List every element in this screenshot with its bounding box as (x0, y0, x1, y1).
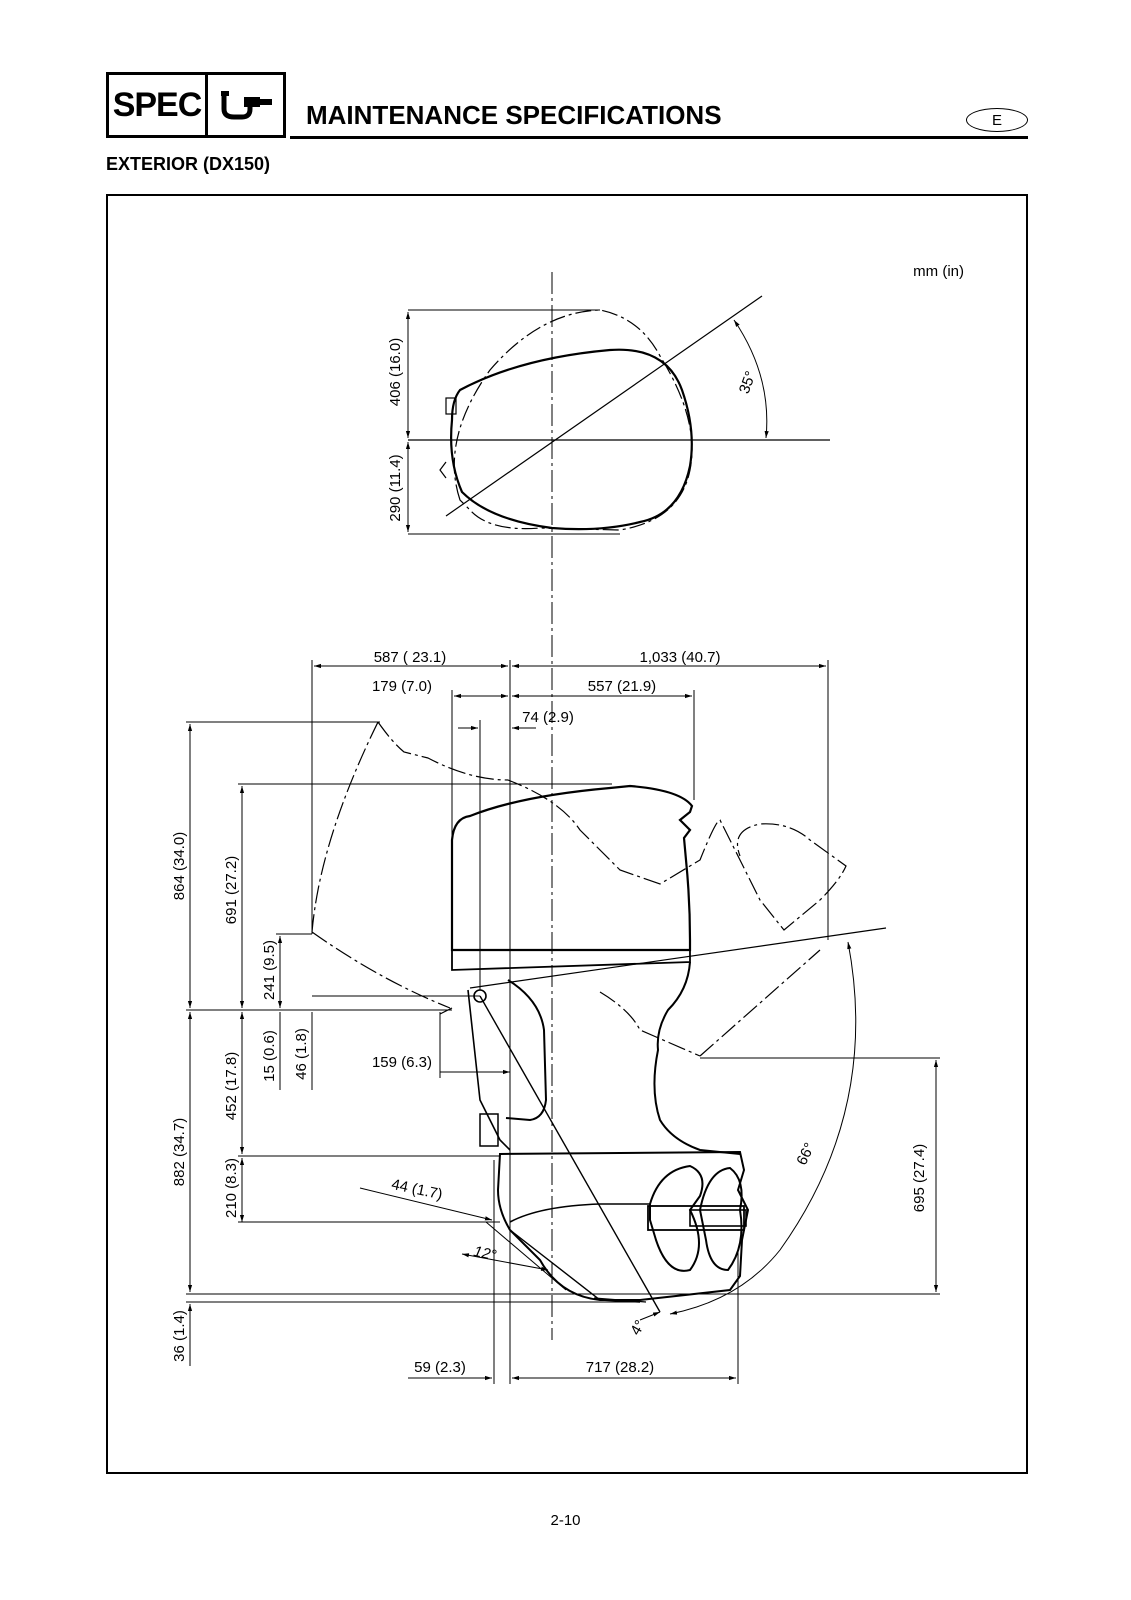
turned-cowl-outline (453, 309, 693, 531)
cowl-outline (450, 348, 693, 531)
header-rule (290, 136, 1028, 139)
dim-bracket-height: 241 (9.5) (261, 940, 278, 1000)
turn-axis-line (445, 295, 763, 517)
dim-propeller-length: 717 (28.2) (586, 1359, 654, 1376)
micrometer-icon (208, 75, 283, 135)
dim-cowl-rear: 557 (21.9) (588, 678, 656, 695)
diagram-frame (106, 194, 1028, 1474)
propeller (649, 1164, 704, 1272)
dim-rear-height: 290 (11.4) (387, 454, 404, 521)
dim-turn-angle: 35° (736, 369, 760, 396)
dim-tilt-clearance: 695 (27.4) (911, 1144, 928, 1212)
dim-transom-offset: 59 (2.3) (414, 1359, 466, 1376)
dim-mount-front: 179 (7.0) (372, 678, 432, 695)
dim-trim-angle: 12° (472, 1243, 498, 1264)
dim-tilt-angle: 66° (793, 1140, 818, 1168)
units-label: mm (in) (913, 263, 964, 280)
dim-pivot-offset: 74 (2.9) (522, 709, 574, 726)
dim-front-height: 406 (16.0) (387, 338, 404, 406)
dim-trim-in-angle: 4° (627, 1317, 649, 1338)
section-title: EXTERIOR (DX150) (106, 154, 271, 174)
tilted-engine-outline (311, 721, 847, 1009)
dim-cowl-height: 691 (27.2) (223, 856, 240, 924)
dim-lower-height: 882 (34.7) (171, 1118, 188, 1186)
page-title: MAINTENANCE SPECIFICATIONS (306, 100, 722, 130)
dim-skeg-offset: 44 (1.7) (390, 1176, 444, 1203)
clamp-bracket (479, 1113, 499, 1147)
spec-badge: SPEC (106, 72, 286, 138)
dim-width-front: 587 ( 23.1) (374, 649, 447, 666)
dim-shaft-height: 452 (17.8) (223, 1052, 240, 1120)
dim-skeg-depth: 36 (1.4) (171, 1310, 188, 1362)
side-view (186, 660, 940, 1384)
page-number: 2-10 (550, 1512, 581, 1529)
dim-width-rear: 1,033 (40.7) (640, 649, 721, 666)
dim-gearcase-height: 210 (8.3) (223, 1158, 240, 1218)
dim-total-upper-height: 864 (34.0) (171, 832, 188, 900)
engine-cowl (450, 784, 694, 952)
top-view (405, 272, 830, 1340)
dim-bracket-depth: 159 (6.3) (372, 1054, 432, 1071)
spec-label: SPEC (109, 75, 208, 135)
language-badge: E (966, 108, 1028, 132)
dim-offset-46: 46 (1.8) (293, 1028, 310, 1080)
dim-offset-15: 15 (0.6) (261, 1030, 278, 1082)
